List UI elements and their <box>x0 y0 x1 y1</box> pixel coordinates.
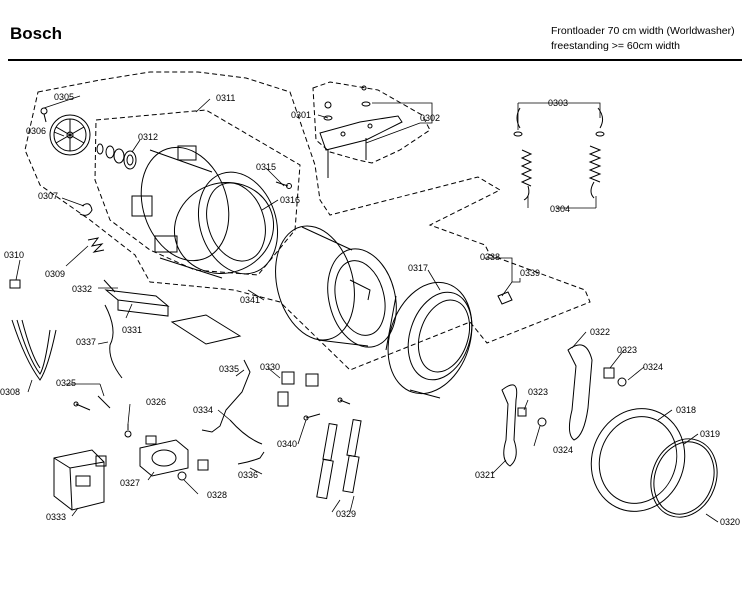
screw-0326 <box>124 424 132 438</box>
part-label-0340: 0340 <box>277 439 297 449</box>
part-label-0321: 0321 <box>475 470 495 480</box>
temperature-sensor-wire <box>104 304 123 379</box>
inner-drum <box>275 225 397 348</box>
part-label-0324-upper: 0324 <box>643 362 663 372</box>
part-label-0329: 0329 <box>336 509 356 519</box>
bearing-set <box>96 143 137 170</box>
part-label-0312: 0312 <box>138 132 158 142</box>
part-label-0332: 0332 <box>72 284 92 294</box>
part-label-0336: 0336 <box>238 470 258 480</box>
drive-belt <box>11 319 57 381</box>
part-label-0324-lower: 0324 <box>553 445 573 455</box>
bolt-0301 <box>323 101 333 178</box>
drive-pulley <box>49 114 91 156</box>
part-label-0308: 0308 <box>0 387 20 397</box>
control-module <box>53 449 107 511</box>
part-label-0310: 0310 <box>4 250 24 260</box>
leader-lines <box>15 95 719 523</box>
brand-title: Bosch <box>10 24 62 43</box>
motor-unit <box>139 435 189 477</box>
part-label-0303: 0303 <box>548 98 568 108</box>
part-label-0316: 0316 <box>280 195 300 205</box>
door-hinge <box>501 384 518 467</box>
pulley-bolt-0305 <box>40 107 48 123</box>
header-divider <box>8 59 742 61</box>
part-label-0302: 0302 <box>420 113 440 123</box>
hose-clip-0307 <box>79 203 93 216</box>
part-label-0315: 0315 <box>256 162 276 172</box>
screw-0324-lower <box>537 417 547 427</box>
part-label-0331: 0331 <box>122 325 142 335</box>
model-description: Frontloader 70 cm width (Worldwasher) <box>551 25 735 37</box>
hinge-plate <box>517 407 527 417</box>
part-label-0339: 0339 <box>520 268 540 278</box>
part-label-0322: 0322 <box>590 327 610 337</box>
part-label-0306: 0306 <box>26 126 46 136</box>
part-label-0334: 0334 <box>193 405 213 415</box>
small-spring-0309 <box>87 237 105 253</box>
part-label-0335: 0335 <box>219 364 239 374</box>
part-label-0338: 0338 <box>480 252 500 262</box>
part-label-0330: 0330 <box>260 362 280 372</box>
screw-0324 <box>617 377 627 387</box>
part-label-0317: 0317 <box>408 263 428 273</box>
part-label-0341: 0341 <box>240 295 260 305</box>
part-label-0305: 0305 <box>54 92 74 102</box>
part-label-0337: 0337 <box>76 337 96 347</box>
bracket-0330 <box>277 371 321 421</box>
counterweight <box>319 85 403 160</box>
suspension-springs <box>513 107 605 201</box>
mounting-plate <box>170 314 242 345</box>
part-label-0301: 0301 <box>291 110 311 120</box>
heating-element <box>103 279 170 317</box>
part-label-0311: 0311 <box>216 93 235 103</box>
part-label-0318: 0318 <box>676 405 696 415</box>
part-label-0325: 0325 <box>56 378 76 388</box>
door-hinge-lever <box>567 344 593 441</box>
model-size-note: freestanding >= 60cm width <box>551 40 680 52</box>
screw-0325 <box>73 395 111 411</box>
wiring-harness <box>201 359 265 465</box>
part-label-0327: 0327 <box>120 478 140 488</box>
nut-0328 <box>177 459 209 481</box>
tub-gasket-ring-0316 <box>173 181 275 275</box>
part-label-0326: 0326 <box>146 397 166 407</box>
outer-tub <box>131 145 279 279</box>
part-label-0323-upper: 0323 <box>617 345 637 355</box>
shock-absorbers <box>316 397 362 500</box>
door-assembly <box>590 408 718 518</box>
part-label-0307: 0307 <box>38 191 58 201</box>
clip-0310 <box>9 279 21 289</box>
part-label-0309: 0309 <box>45 269 65 279</box>
part-label-0333: 0333 <box>46 512 66 522</box>
part-label-0328: 0328 <box>207 490 227 500</box>
washer-0323 <box>603 367 615 379</box>
part-label-0320: 0320 <box>720 517 740 527</box>
part-label-0319: 0319 <box>700 429 720 439</box>
part-label-0304: 0304 <box>550 204 570 214</box>
part-label-0323-lower: 0323 <box>528 387 548 397</box>
part-labels: 0305 0306 0307 0308 0309 0310 0311 0312 … <box>0 92 740 527</box>
sensor-clip-0339 <box>497 291 513 305</box>
front-tub-half <box>385 281 473 399</box>
